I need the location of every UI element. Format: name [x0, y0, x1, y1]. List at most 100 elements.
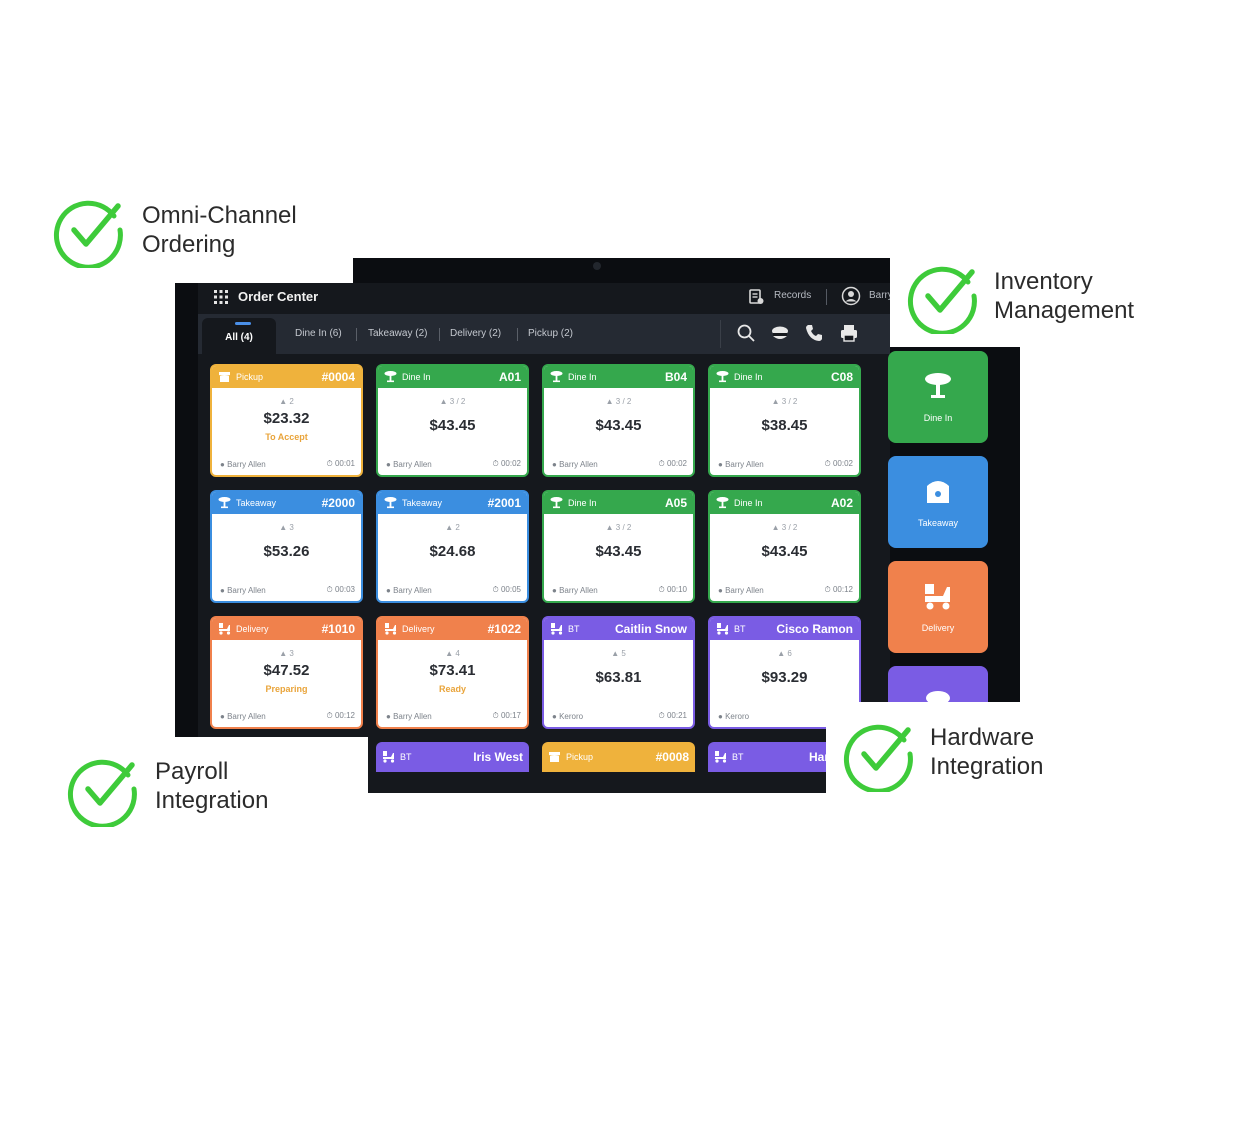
order-card-header: Takeaway #2000	[212, 492, 361, 514]
guest-count: ▲ 3 / 2	[605, 397, 632, 406]
order-card-header: Delivery#1022	[378, 618, 527, 640]
scooter-icon	[383, 751, 395, 763]
order-amount: $43.45	[595, 417, 642, 434]
quick-action-button[interactable]: Takeaway	[888, 456, 988, 548]
order-code: #1022	[487, 622, 521, 636]
check-circle-icon	[907, 266, 977, 334]
staff-name: ● Barry Allen	[220, 712, 266, 721]
phone-icon[interactable]	[804, 323, 824, 343]
order-card-header: Dine In A02	[710, 492, 859, 514]
order-amount: $43.45	[761, 543, 808, 560]
apps-grid-icon[interactable]	[214, 290, 228, 304]
order-code: A01	[498, 370, 521, 384]
printer-icon[interactable]	[839, 323, 859, 343]
records-icon[interactable]	[749, 289, 764, 305]
order-type: Takeaway	[236, 498, 277, 508]
order-amount: $47.52	[263, 662, 310, 679]
search-icon[interactable]	[736, 323, 756, 343]
shop-icon	[549, 752, 560, 762]
callout-backdrop	[826, 702, 1086, 802]
order-amount: $63.81	[595, 669, 642, 686]
shop-icon	[219, 372, 230, 382]
user-avatar-icon[interactable]	[841, 286, 861, 306]
order-code: Cisco Ramon	[776, 622, 853, 636]
staff-name: ● Barry Allen	[718, 460, 764, 469]
tab-divider	[517, 328, 518, 341]
order-type: Dine In	[568, 372, 597, 382]
divider	[826, 289, 827, 305]
scooter-icon	[385, 623, 397, 635]
order-amount: $43.45	[595, 543, 642, 560]
order-code: Iris West	[473, 750, 523, 764]
order-code: C08	[830, 370, 853, 384]
table-icon	[218, 497, 231, 509]
order-type: Dine In	[734, 498, 763, 508]
table-icon	[716, 497, 729, 509]
records-link[interactable]: Records	[774, 290, 812, 301]
tab-delivery[interactable]: Delivery (2)	[450, 328, 502, 339]
staff-name: ● Barry Allen	[386, 712, 432, 721]
order-type: BT	[734, 624, 746, 634]
quick-action-button[interactable]: Delivery	[888, 561, 988, 653]
order-status: Ready	[438, 684, 466, 694]
check-circle-icon	[53, 200, 123, 268]
chef-icon[interactable]	[770, 323, 790, 343]
tab-dine-in[interactable]: Dine In (6)	[295, 328, 342, 339]
guest-count: ▲ 3 / 2	[439, 397, 466, 406]
tab-pickup[interactable]: Pickup (2)	[528, 328, 574, 339]
quick-action-button[interactable]: Dine In	[888, 351, 988, 443]
order-code: Caitlin Snow	[615, 622, 687, 636]
tab-divider	[439, 328, 440, 341]
staff-name: ● Barry Allen	[552, 460, 598, 469]
elapsed-time: ⏱ 00:02	[492, 459, 522, 468]
tab-takeaway[interactable]: Takeaway (2)	[368, 328, 428, 339]
order-type: BT	[732, 752, 744, 762]
order-code: #0004	[321, 370, 355, 384]
order-amount: $24.68	[429, 543, 476, 560]
order-card-header: BT Cisco Ramon	[710, 618, 859, 640]
scooter-icon	[551, 623, 563, 635]
order-amount: $53.26	[263, 543, 310, 560]
order-code: A02	[830, 496, 853, 510]
user-name[interactable]: Barry Allen	[869, 290, 890, 301]
staff-name: ● Keroro	[718, 712, 750, 721]
tab-all[interactable]: All (4)	[202, 318, 276, 354]
table-icon	[550, 497, 563, 509]
staff-name: ● Keroro	[552, 712, 584, 721]
elapsed-time: ⏱ 00:02	[824, 459, 854, 468]
guest-count: ▲ 2	[279, 397, 294, 406]
toolbar-actions	[720, 314, 890, 354]
table-icon	[550, 371, 563, 383]
tab-label: All (4)	[225, 332, 253, 343]
elapsed-time: ⏱ 00:12	[326, 711, 356, 720]
check-circle-icon	[67, 759, 137, 827]
order-card[interactable]: Takeaway#2000▲ 3$53.26● Barry Allen⏱ 00:…	[210, 490, 363, 603]
table-icon	[716, 371, 729, 383]
order-amount: $38.45	[761, 417, 808, 434]
order-card-partial[interactable]: Pickup#0008	[542, 742, 695, 772]
order-code: #0008	[655, 750, 689, 764]
guest-count: ▲ 5	[611, 649, 626, 658]
staff-name: ● Barry Allen	[220, 460, 266, 469]
order-type: Dine In	[568, 498, 597, 508]
scooter-icon	[925, 584, 950, 610]
order-type: Dine In	[402, 372, 431, 382]
top-bar: Order Center Records Barry Allen	[198, 283, 890, 313]
order-card[interactable]: Takeaway#2001▲ 2$24.68● Barry Allen⏱ 00:…	[376, 490, 529, 603]
order-code: #2000	[321, 496, 355, 510]
